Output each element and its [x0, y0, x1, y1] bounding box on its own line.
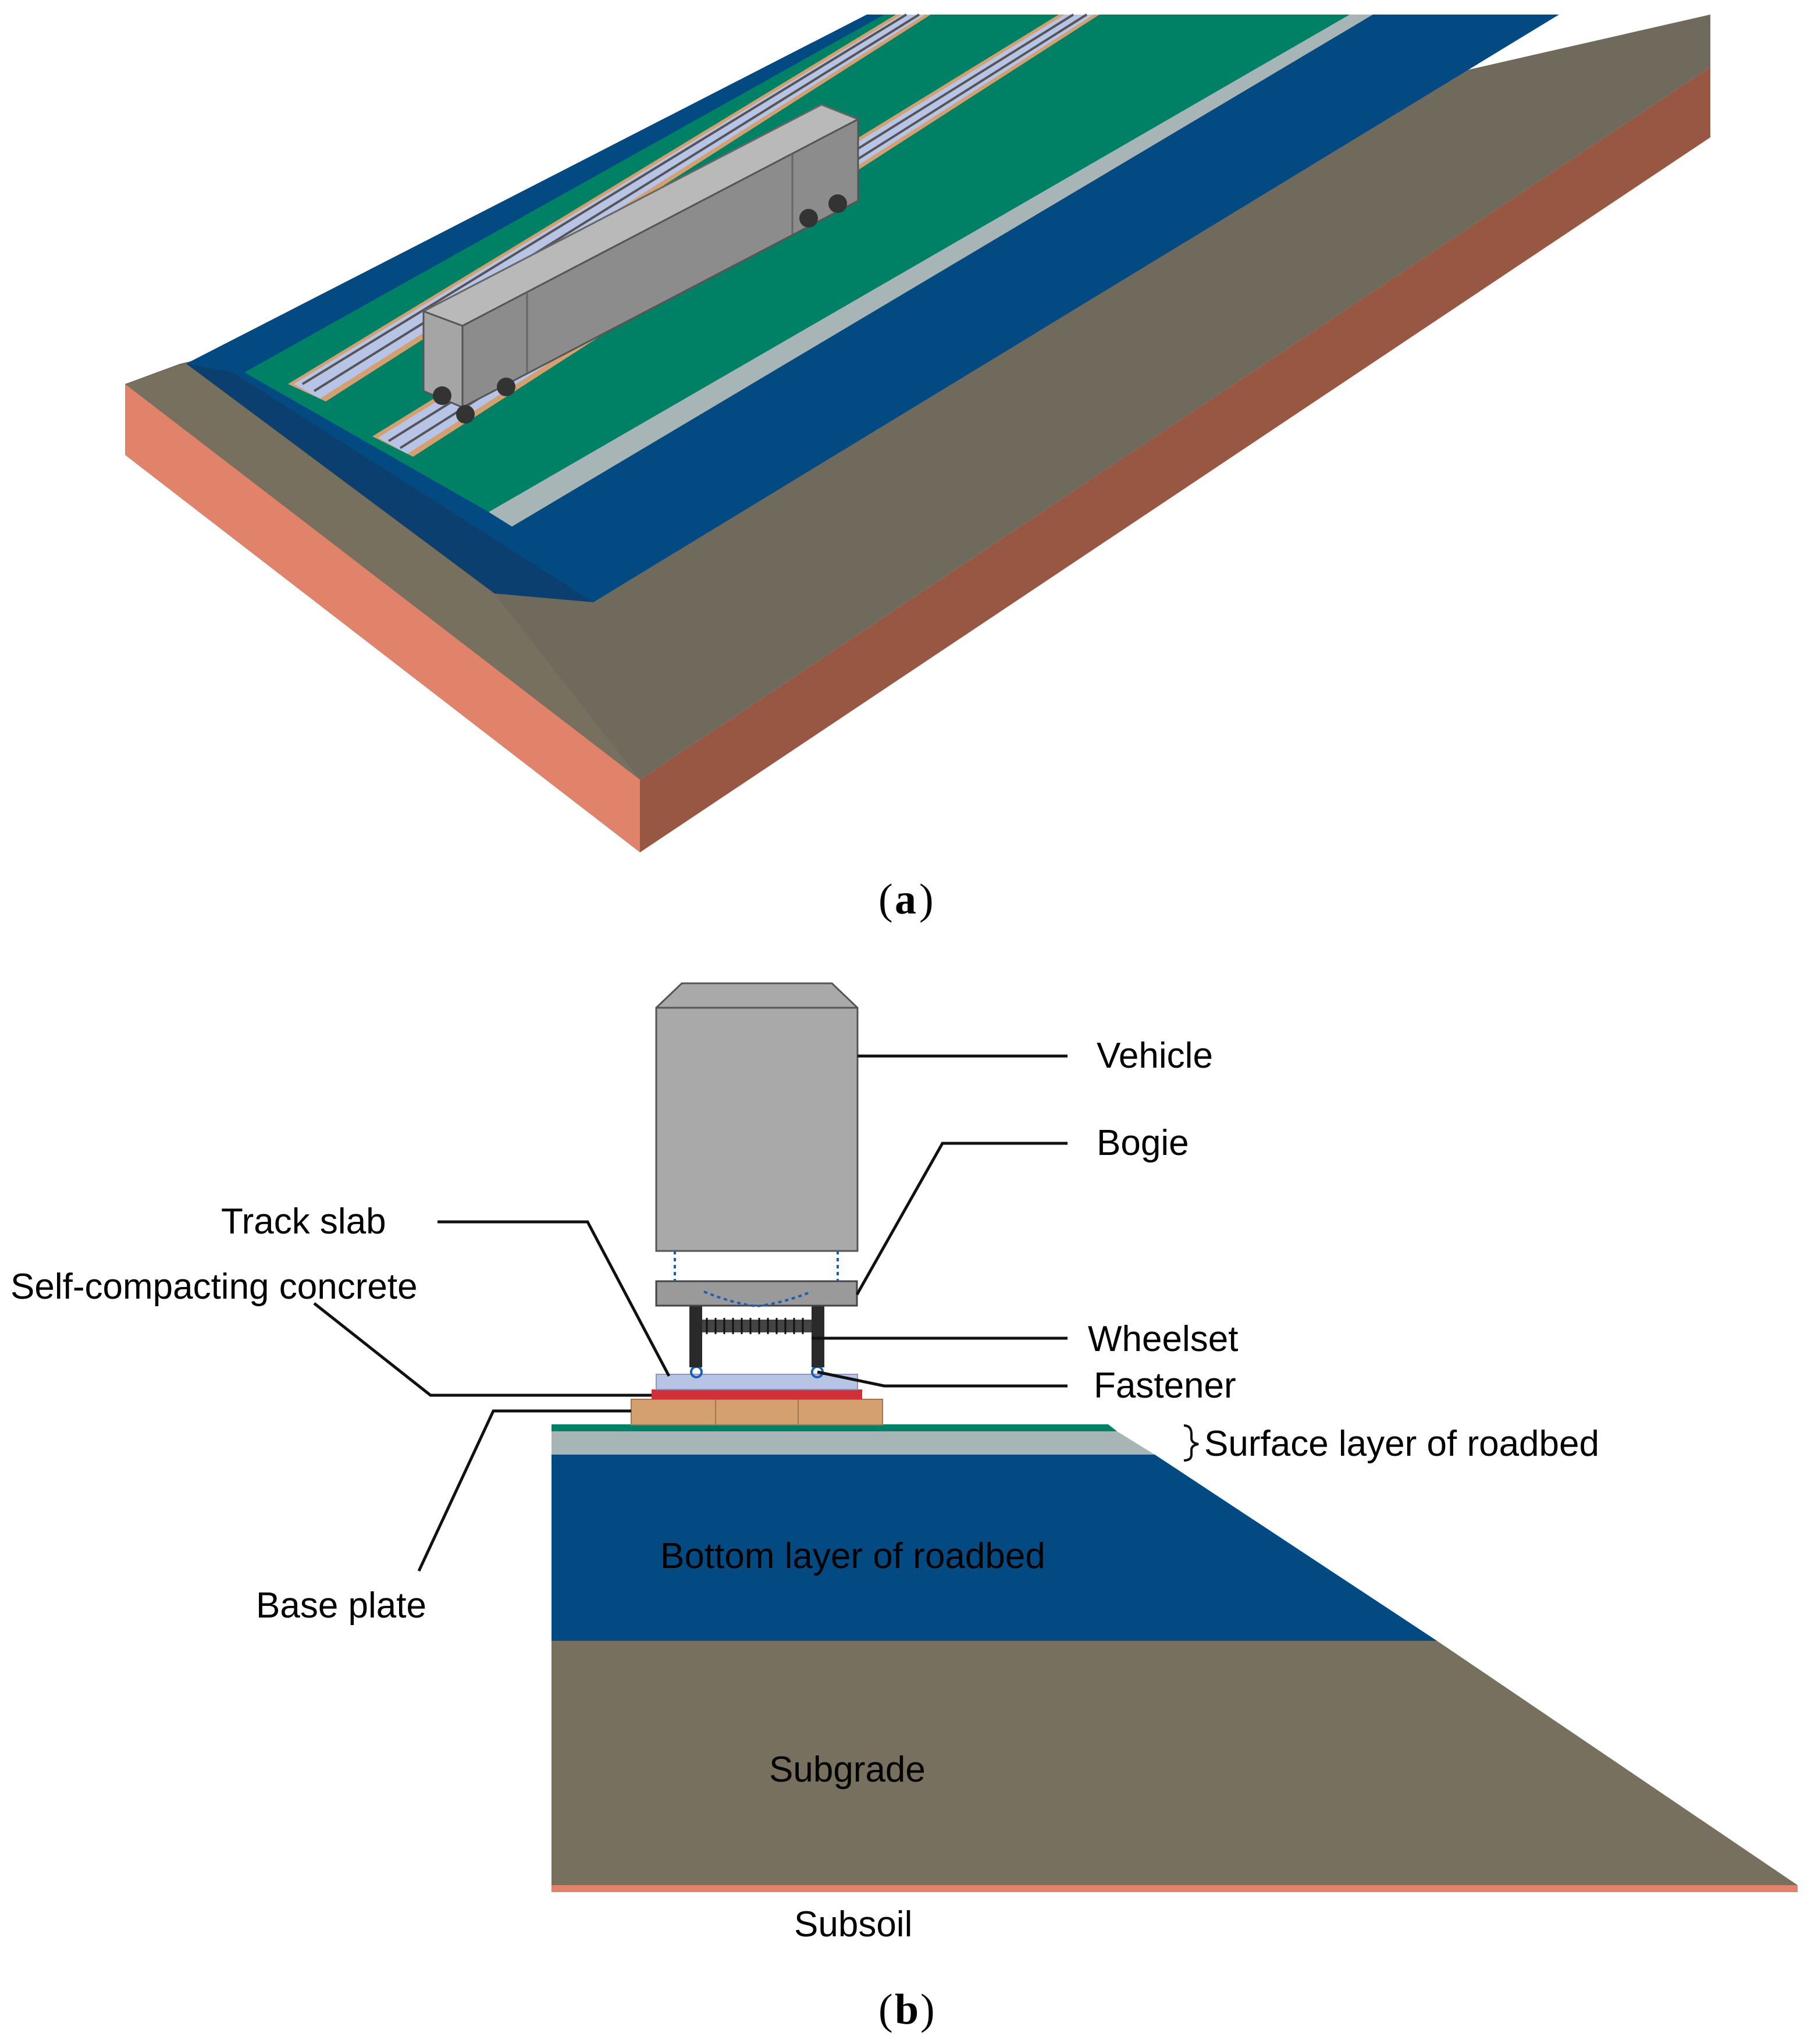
label-fastener: Fastener: [1094, 1366, 1236, 1406]
embankment-slope-left: [125, 364, 640, 780]
vehicle-3d: [421, 104, 860, 424]
subsoil-right-face: [640, 67, 1710, 852]
leader-lines: [313, 1054, 1199, 1572]
leader-concrete: [313, 1302, 652, 1397]
wheel-icon-3: [497, 378, 515, 396]
self-compacting-concrete: [652, 1389, 862, 1399]
rail-1a: [301, 13, 908, 385]
label-track-slab: Track slab: [221, 1201, 386, 1242]
surface-layer-brace: [1183, 1424, 1199, 1462]
track-slab: [656, 1374, 858, 1390]
subsoil-front-face: [125, 384, 640, 852]
wheel-icon-5: [828, 194, 847, 213]
axle-coil-icon: [706, 1318, 804, 1334]
wheel-icon-2: [456, 405, 475, 424]
subsoil-layer: [552, 1885, 1798, 1892]
label-bottom-layer: Bottom layer of roadbed: [660, 1536, 1045, 1576]
label-self-compacting-concrete: Self-compacting concrete: [10, 1267, 418, 1307]
label-subsoil: Subsoil: [794, 1904, 912, 1945]
bogie-suspension-dotted: [703, 1291, 812, 1308]
bogie: [655, 1280, 858, 1307]
subgrade-layer: [552, 1641, 1798, 1885]
caption-b-open: (: [878, 1986, 893, 2034]
roadbed-bottom-edge: [186, 364, 593, 602]
base-plate: [631, 1399, 883, 1426]
caption-b-close: ): [920, 1986, 935, 2034]
leader-base-plate: [417, 1409, 631, 1572]
caption-a-letter: a: [895, 876, 916, 923]
label-vehicle: Vehicle: [1097, 1036, 1213, 1076]
label-bogie: Bogie: [1097, 1123, 1189, 1163]
axle-icon: [702, 1320, 812, 1332]
roadbed-surface-layer-3d: [244, 15, 1350, 512]
bottom-layer-roadbed: [552, 1455, 1437, 1641]
label-surface-layer: Surface layer of roadbed: [1204, 1424, 1599, 1464]
wheel-icon-4: [799, 209, 818, 227]
panel-a-3d-model: [125, 13, 1710, 852]
caption-b-letter: b: [895, 1986, 919, 2034]
leader-bogie: [855, 1142, 1068, 1296]
label-subgrade: Subgrade: [769, 1750, 926, 1790]
caption-a-open: (: [878, 876, 893, 923]
leader-fastener: [817, 1370, 1068, 1388]
rail-1b: [313, 13, 920, 392]
wheel-icon-1: [433, 386, 451, 405]
leader-track-slab: [437, 1220, 671, 1377]
label-base-plate: Base plate: [256, 1586, 426, 1626]
surface-layer-green: [552, 1424, 1117, 1431]
label-wheelset: Wheelset: [1088, 1319, 1238, 1359]
roadbed-surface-grey-edge: [489, 15, 1373, 527]
vehicle: [655, 982, 859, 1252]
panel-b-cross-section: Vehicle Bogie Track slab Self-compacting…: [10, 982, 1798, 1945]
caption-a-close: ): [919, 876, 934, 923]
surface-layer-grey: [552, 1431, 1155, 1455]
